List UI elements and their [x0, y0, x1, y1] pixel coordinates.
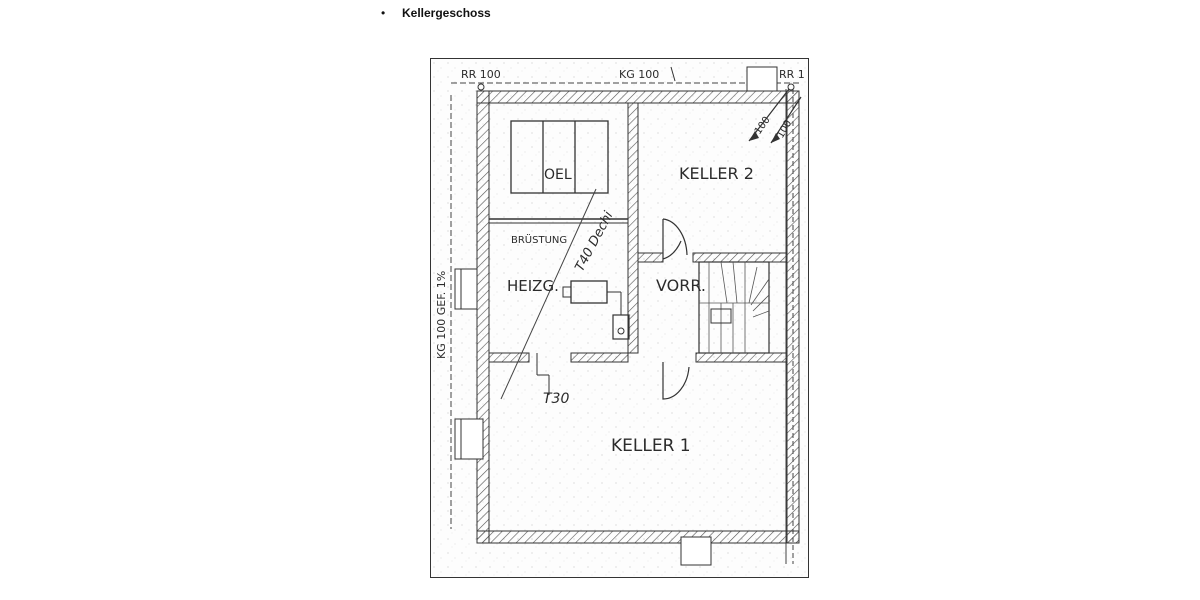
staircase [698, 261, 770, 354]
floor-plan-image: RR 100 KG 100 RR 1 100 100 OEL KELLER 2 … [430, 58, 809, 578]
side-slope-label: KG 100 GEF. 1% [435, 271, 448, 359]
keller-2-label: KELLER 2 [679, 164, 754, 183]
vorr-label: VORR. [656, 276, 706, 295]
doors [536, 218, 690, 400]
keller-1-label: KELLER 1 [611, 436, 691, 456]
boiler [562, 280, 630, 340]
diagonal-pencil-line [500, 188, 597, 400]
t30-label: T30 [543, 391, 569, 407]
oil-tank [510, 120, 609, 194]
bruestung-label: BRÜSTUNG [511, 233, 567, 246]
bullet-symbol: • [381, 6, 386, 20]
heizg-label: HEIZG. [507, 277, 559, 295]
pipe-arrows [477, 66, 802, 144]
document-bullet-item: • Kellergeschoss [381, 5, 491, 21]
rr-top-left-label: RR 100 [461, 68, 501, 81]
oel-label: OEL [544, 167, 572, 183]
kg-top-label: KG 100 [619, 68, 659, 81]
windows [454, 66, 778, 566]
floor-plan-drawing: RR 100 KG 100 RR 1 100 100 OEL KELLER 2 … [431, 59, 808, 577]
section-heading: Kellergeschoss [402, 6, 491, 20]
rr-top-right-label: RR 1 [779, 68, 805, 81]
